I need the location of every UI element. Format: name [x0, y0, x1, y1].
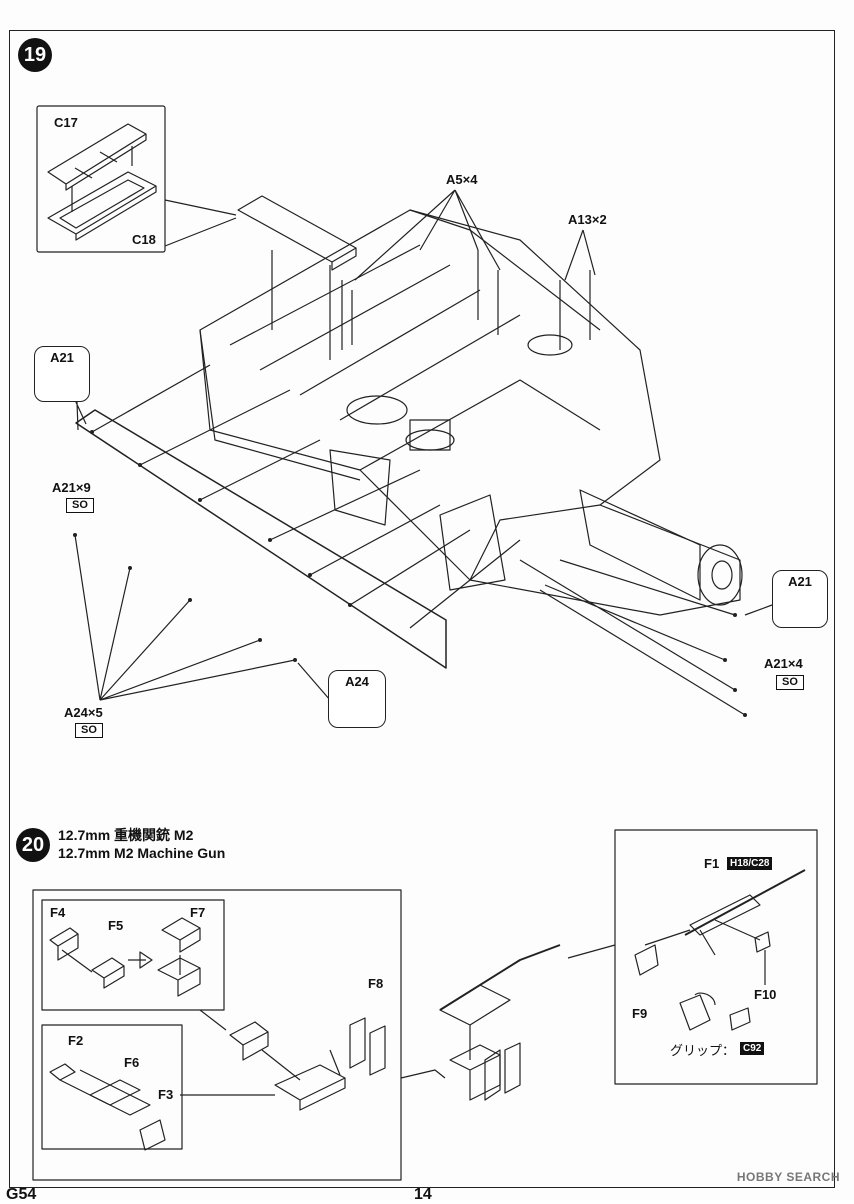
- label-f7: F7: [190, 905, 206, 920]
- part-callout-a24-label: A24: [345, 674, 369, 689]
- watermark: HOBBY SEARCH: [736, 1170, 840, 1184]
- step-20-title-en: 12.7mm M2 Machine Gun: [58, 845, 226, 861]
- step-number-20: 20: [16, 828, 50, 862]
- label-f1: F1: [704, 856, 720, 871]
- part-callout-a21-left: A21: [34, 346, 90, 402]
- label-f3: F3: [158, 1087, 174, 1102]
- label-a13: A13×2: [568, 212, 607, 227]
- label-f2: F2: [68, 1033, 84, 1048]
- part-callout-a24: A24: [328, 670, 386, 728]
- label-c18: C18: [132, 232, 156, 247]
- label-f9: F9: [632, 1006, 648, 1021]
- grip-badge: C92: [740, 1042, 765, 1055]
- part-callout-a21-left-label: A21: [50, 350, 74, 365]
- page-frame: [9, 30, 835, 1188]
- step-number-19: 19: [18, 38, 52, 72]
- part-callout-a21-right: A21: [772, 570, 828, 628]
- label-a21-left-count: A21×9: [52, 480, 91, 495]
- so-badge-left: SO: [66, 498, 94, 513]
- footer-code: G54: [6, 1186, 37, 1203]
- step-20-title: 12.7mm 重機関銃 M2 12.7mm M2 Machine Gun: [58, 826, 225, 862]
- f1-alt-badge: H18/C28: [727, 857, 773, 870]
- so-badge-bottom: SO: [75, 723, 103, 738]
- label-a5: A5×4: [446, 172, 478, 187]
- so-badge-right: SO: [776, 675, 804, 690]
- label-a24-count: A24×5: [64, 705, 103, 720]
- step-20-title-jp: 12.7mm 重機関銃 M2: [58, 827, 194, 843]
- label-f5: F5: [108, 918, 124, 933]
- label-c17: C17: [54, 115, 78, 130]
- footer-page-number: 14: [414, 1186, 432, 1203]
- label-a21-right-count: A21×4: [764, 656, 803, 671]
- label-f10: F10: [754, 987, 777, 1002]
- label-grip: グリップ：: [670, 1043, 736, 1058]
- label-f6: F6: [124, 1055, 140, 1070]
- label-f8: F8: [368, 976, 384, 991]
- label-f4: F4: [50, 905, 66, 920]
- part-callout-a21-right-label: A21: [788, 574, 812, 589]
